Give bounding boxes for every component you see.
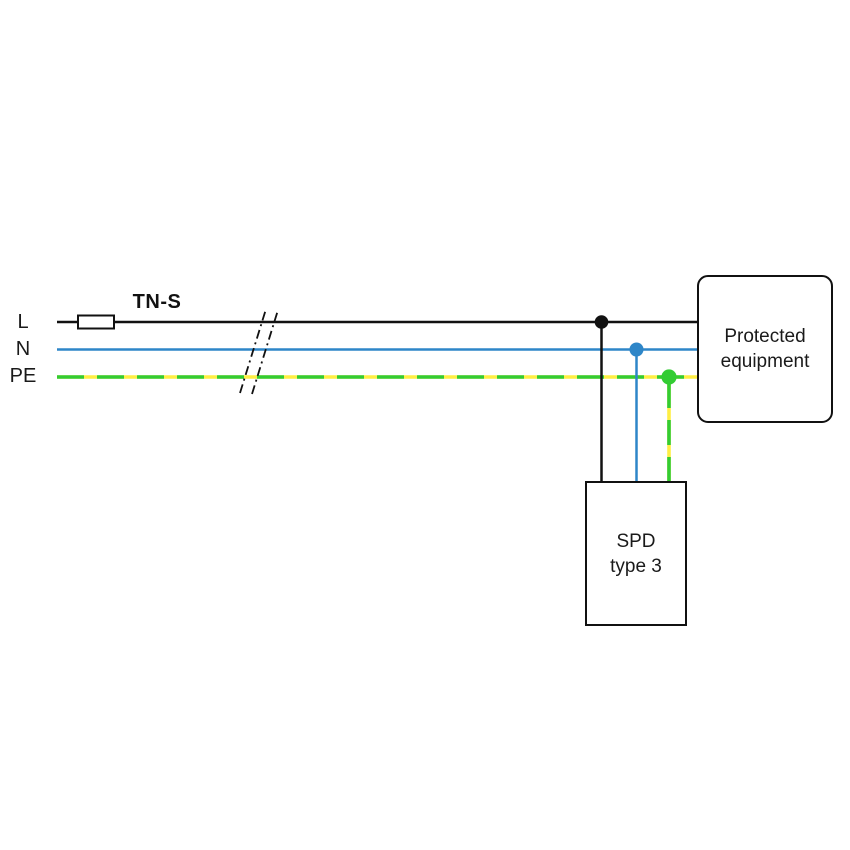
spd-type3-box: SPD type 3 [585,481,687,626]
junction-dot-PE [661,369,677,385]
junction-dot-N [629,342,644,357]
break-mark-right [251,309,279,395]
conductor-label-L: L [17,311,29,333]
protected-equipment-box: Protected equipment [697,275,833,423]
protected-equipment-label-line1: Protected [724,326,806,347]
junction-dot-L [594,315,609,329]
protected-equipment-label-line2: equipment [720,351,810,372]
conductor-label-N: N [15,338,31,360]
fuse-symbol [77,314,115,330]
spd-label-line1: SPD [616,530,656,552]
conductor-label-PE: PE [9,365,37,387]
system-type-label: TN-S [132,291,182,313]
break-mark-left [239,308,267,394]
spd-label-line2: type 3 [610,555,662,577]
